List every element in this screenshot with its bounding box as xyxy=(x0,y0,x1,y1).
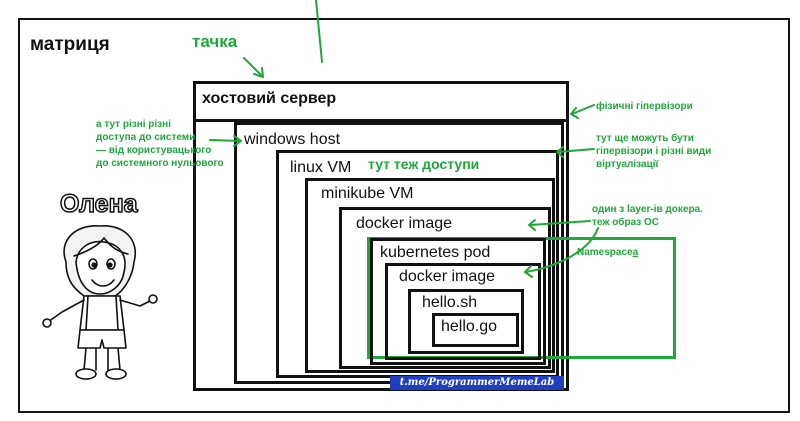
namespace-label: Namespacea xyxy=(577,246,638,259)
more-hypervisors-note: тут ще можуть бути гіпервізори і різні в… xyxy=(596,132,711,171)
olena-label: Олена xyxy=(59,189,138,219)
hello-go-box xyxy=(432,313,519,347)
minikube-vm-label: minikube VM xyxy=(321,185,414,202)
host-server-box xyxy=(193,81,569,391)
namespace-text: Namespace xyxy=(577,247,633,258)
docker-image-outer-box xyxy=(339,207,551,369)
docker-image-inner-label: docker image xyxy=(399,268,496,285)
hello-sh-box xyxy=(408,289,524,354)
minikube-vm-box xyxy=(305,178,555,373)
docker-layer-line-1: один з layer-ів докера. xyxy=(592,204,703,215)
namespace-suffix: a xyxy=(632,247,639,258)
access-left-line-1: а тут різні різні xyxy=(96,119,171,130)
access-left-line-4: до системного нульового xyxy=(96,158,224,169)
access-left-note: а тут різні різні доступа до системи — в… xyxy=(96,118,224,170)
docker-image-outer-label: docker image xyxy=(356,215,453,232)
physical-hypervisors-note: фізичні гіпервізори xyxy=(596,101,693,112)
kubernetes-pod-box xyxy=(370,238,546,365)
watermark: t.me/ProgrammerMemeLab xyxy=(390,376,564,390)
host-server-divider xyxy=(196,119,566,122)
docker-image-inner-box xyxy=(385,263,541,360)
more-hypervisors-line-2: гіпервізори і різні види xyxy=(596,146,712,157)
access-left-line-2: доступа до системи xyxy=(96,132,196,143)
more-hypervisors-line-3: віртуалізації xyxy=(596,159,659,170)
kubernetes-pod-label: kubernetes pod xyxy=(380,244,491,261)
hello-go-label: hello.go xyxy=(441,318,498,335)
access-left-line-3: — від користувацького xyxy=(96,145,212,156)
more-hypervisors-line-1: тут ще можуть бути xyxy=(596,133,694,144)
host-server-label: хостовий сервер xyxy=(202,90,337,107)
windows-host-label: windows host xyxy=(244,131,341,148)
page-title: матриця xyxy=(30,34,110,55)
matrix-frame xyxy=(18,18,790,413)
hello-sh-label: hello.sh xyxy=(422,294,478,311)
access-here-note: тут теж доступи xyxy=(368,156,480,172)
tachka-label: тачка xyxy=(192,32,238,51)
linux-vm-label: linux VM xyxy=(290,159,352,176)
docker-layer-line-2: теж образ ОС xyxy=(592,217,660,228)
docker-layer-note: один з layer-ів докера. теж образ ОС xyxy=(592,203,703,229)
